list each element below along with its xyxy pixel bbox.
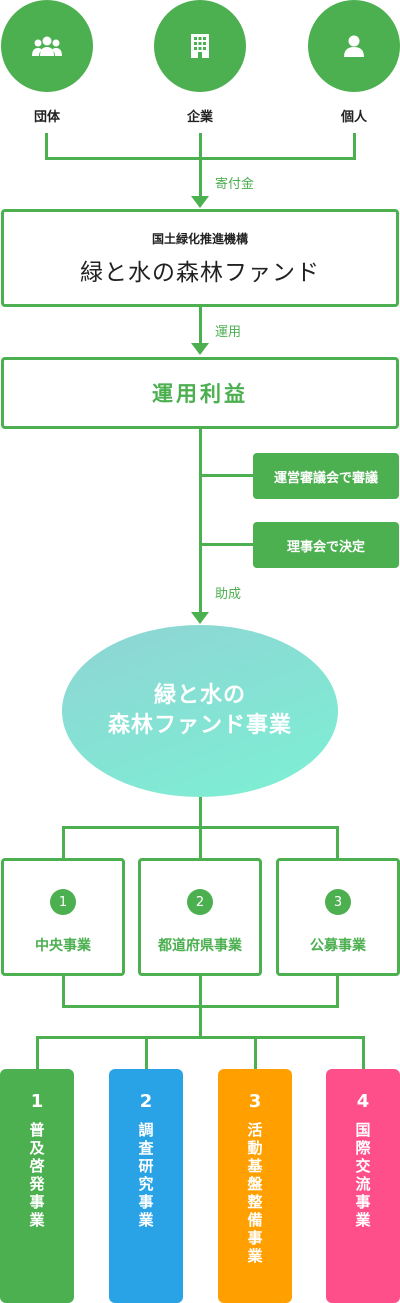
project-title-line2: 森林ファンド事業 <box>107 713 292 738</box>
category-number: 4 <box>356 1091 370 1112</box>
connector-line <box>336 976 339 1008</box>
fund-org: 国土緑化推進機構 <box>151 231 248 246</box>
project-title-line1: 緑と水の <box>153 683 246 708</box>
connector-line <box>62 826 65 859</box>
connector-line <box>199 976 202 1038</box>
category-card-awareness: 1 普及啓発事業 <box>0 1069 74 1303</box>
business-box-public: 3 公募事業 <box>276 858 400 976</box>
connector-line <box>45 133 48 160</box>
connector-line <box>199 429 202 612</box>
business-number: 3 <box>325 889 351 915</box>
donor-circle-individual <box>308 0 400 92</box>
donor-circle-company <box>154 0 246 92</box>
connector-line <box>199 474 255 477</box>
person-icon <box>344 35 364 57</box>
category-number: 3 <box>248 1091 262 1112</box>
connector-line <box>362 1036 365 1070</box>
category-label: 活動基盤整備事業 <box>245 1122 264 1266</box>
connector-line <box>199 797 202 828</box>
flow-label-grant: 助成 <box>215 587 242 602</box>
fund-project-ellipse: 緑と水の 森林ファンド事業 <box>62 625 338 797</box>
category-label: 普及啓発事業 <box>27 1122 46 1230</box>
category-number: 2 <box>139 1091 153 1112</box>
donor-label-individual: 個人 <box>340 110 367 125</box>
category-card-research: 2 調査研究事業 <box>109 1069 183 1303</box>
connector-line <box>254 1036 257 1070</box>
connector-line <box>36 1036 365 1039</box>
category-label: 国際交流事業 <box>353 1122 372 1230</box>
connector-line <box>199 543 255 546</box>
category-card-international: 4 国際交流事業 <box>326 1069 400 1303</box>
donor-label-group: 団体 <box>33 110 60 125</box>
fund-name: 緑と水の森林ファンド <box>80 259 320 286</box>
connector-line <box>199 133 202 160</box>
category-card-infrastructure: 3 活動基盤整備事業 <box>218 1069 292 1303</box>
flow-label-operation: 運用 <box>215 325 242 340</box>
business-label: 都道府県事業 <box>158 938 242 954</box>
business-number: 1 <box>50 889 76 915</box>
connector-line <box>36 1036 39 1070</box>
business-number: 2 <box>187 889 213 915</box>
step-review: 運営審議会で審議 <box>253 453 399 499</box>
operating-profit-box: 運用利益 <box>1 357 399 429</box>
category-number: 1 <box>30 1091 44 1112</box>
category-label: 調査研究事業 <box>136 1122 155 1230</box>
group-icon <box>32 36 62 56</box>
arrow-down-icon <box>191 196 209 208</box>
arrow-down-icon <box>191 343 209 355</box>
connector-line <box>145 1036 148 1070</box>
step-decision: 理事会で決定 <box>253 522 399 568</box>
fund-box: 国土緑化推進機構 緑と水の森林ファンド <box>1 209 399 307</box>
connector-line <box>336 826 339 859</box>
connector-line <box>62 976 65 1008</box>
connector-line <box>199 307 202 344</box>
business-box-central: 1 中央事業 <box>1 858 125 976</box>
connector-line <box>199 826 202 859</box>
flow-label-donation: 寄付金 <box>215 177 255 192</box>
donor-circle-group <box>1 0 93 92</box>
business-label: 中央事業 <box>35 938 91 954</box>
building-icon <box>191 34 209 58</box>
business-box-prefecture: 2 都道府県事業 <box>138 858 262 976</box>
donor-label-company: 企業 <box>186 110 213 125</box>
arrow-down-icon <box>191 612 209 624</box>
business-label: 公募事業 <box>310 938 366 954</box>
connector-line <box>199 157 202 197</box>
connector-line <box>353 133 356 160</box>
